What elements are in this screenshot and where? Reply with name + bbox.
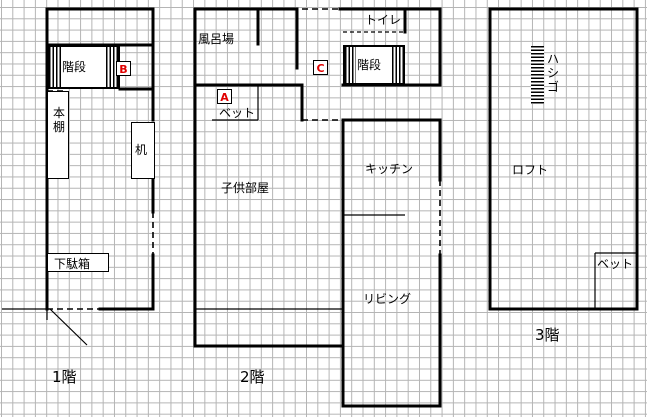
f3-ladder bbox=[531, 46, 569, 104]
f2-bed-label: ベット bbox=[219, 106, 256, 120]
f1-bookshelf-label: 本棚 bbox=[52, 106, 65, 134]
f1-bookshelf bbox=[47, 91, 69, 179]
f2-kids-room-label: 子供部屋 bbox=[221, 181, 270, 195]
f2-stairs-label: 階段 bbox=[357, 58, 382, 72]
floor-3-title: 3階 bbox=[535, 326, 560, 344]
floor-1-title: 1階 bbox=[52, 368, 77, 386]
f1-marker-b: B bbox=[116, 61, 131, 76]
f2-marker-c: C bbox=[313, 60, 328, 75]
f2-marker-a: A bbox=[217, 89, 232, 104]
f1-desk bbox=[131, 122, 155, 179]
f1-stairs: 階段 bbox=[47, 45, 120, 89]
f1-shoe-box-label: 下駄箱 bbox=[54, 257, 91, 271]
f2-toilet-label: トイレ bbox=[365, 13, 402, 27]
f3-bed-label: ベット bbox=[597, 257, 634, 271]
f1-stairs-label: 階段 bbox=[62, 60, 87, 74]
f3-ladder-label: ハシゴ bbox=[546, 52, 559, 94]
f2-living-label: リビング bbox=[363, 292, 412, 306]
floor-3-walls bbox=[488, 7, 639, 311]
f2-bath-label: 風呂場 bbox=[198, 32, 235, 46]
f3-loft-label: ロフト bbox=[512, 163, 549, 177]
f2-stairs: 階段 bbox=[343, 45, 405, 85]
floor-2-title: 2階 bbox=[240, 368, 265, 386]
f1-shoe-box bbox=[47, 253, 109, 272]
f1-desk-label: 机 bbox=[135, 143, 148, 157]
floor-2-walls bbox=[193, 7, 442, 408]
f2-kitchen-label: キッチン bbox=[365, 162, 414, 176]
